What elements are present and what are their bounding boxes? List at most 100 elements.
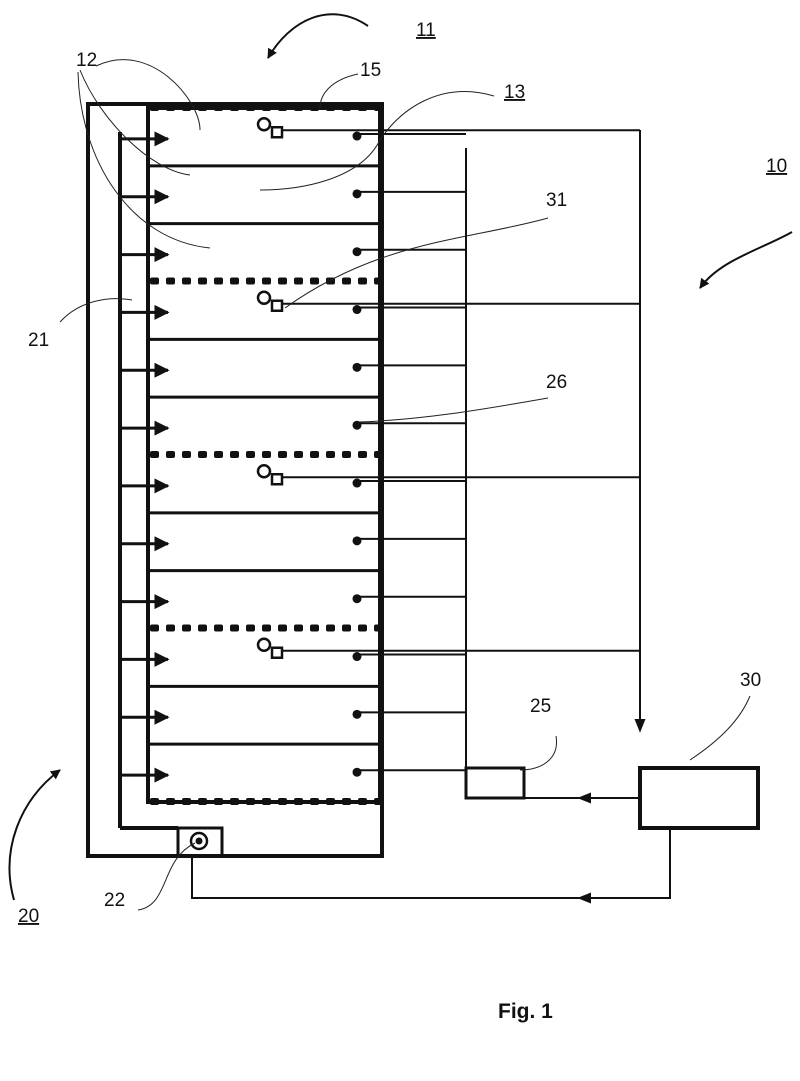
partition-hole <box>294 104 303 111</box>
partition-hole <box>374 277 383 285</box>
partition-hole <box>166 798 175 805</box>
partition-hole <box>262 104 271 111</box>
partition-hole <box>166 451 175 458</box>
leader-12b <box>79 69 191 176</box>
partition-hole <box>182 277 191 285</box>
unit-to-fan-line <box>191 828 671 899</box>
partition-hole <box>294 451 303 458</box>
partition-hole <box>278 624 287 632</box>
label-12: 12 <box>76 50 97 71</box>
partition-hole <box>326 798 335 805</box>
sensor-icon <box>352 536 362 546</box>
sensor-icon <box>352 478 362 488</box>
partition-hole <box>310 451 319 458</box>
partition-hole <box>246 798 255 805</box>
partition-hole <box>374 451 383 458</box>
controller-box <box>464 766 526 800</box>
partition-hole <box>198 451 207 458</box>
sensor-icon <box>352 305 362 315</box>
partition-hole <box>262 624 271 632</box>
leader-11 <box>267 13 369 59</box>
fan-box <box>176 826 224 858</box>
label-15: 15 <box>360 60 381 81</box>
partition-hole <box>230 277 239 285</box>
partition-hole <box>342 277 351 285</box>
partition-hole <box>278 451 287 458</box>
partition-hole <box>358 277 367 285</box>
partition-hole <box>166 104 175 111</box>
partition-hole <box>326 104 335 111</box>
partition-hole <box>374 624 383 632</box>
partition-hole <box>182 451 191 458</box>
partition-hole <box>150 798 159 805</box>
detector-circle-icon <box>256 637 272 652</box>
module-detectors <box>256 116 640 659</box>
partition-hole <box>246 451 255 458</box>
label-25: 25 <box>530 696 551 717</box>
leader-15 <box>319 73 359 109</box>
label-22: 22 <box>104 890 125 911</box>
label-31: 31 <box>546 190 567 211</box>
partition-hole <box>342 798 351 805</box>
temperature-sensors <box>352 131 466 777</box>
sensor-icon <box>352 420 362 430</box>
detector-square-icon <box>270 299 284 312</box>
sensor-icon <box>352 709 362 719</box>
sensor-icon <box>352 767 362 777</box>
partition-hole <box>166 277 175 285</box>
partition-hole <box>310 624 319 632</box>
partition-hole <box>198 104 207 111</box>
airflow-arrows <box>120 131 170 783</box>
leader-25 <box>519 735 557 771</box>
leader-22 <box>137 842 196 911</box>
leader-13 <box>259 91 495 191</box>
label-20: 20 <box>18 906 39 927</box>
partition-hole <box>326 624 335 632</box>
partition-hole <box>294 624 303 632</box>
partition-hole <box>198 624 207 632</box>
partition-hole <box>198 277 207 285</box>
partition-hole <box>166 624 175 632</box>
partition-hole <box>358 451 367 458</box>
partition-hole <box>246 624 255 632</box>
partition-hole <box>310 277 319 285</box>
label-21: 21 <box>28 330 49 351</box>
partition-hole <box>198 798 207 805</box>
partition-hole <box>262 798 271 805</box>
partition-hole <box>342 451 351 458</box>
partition-hole <box>150 104 159 111</box>
partition-hole <box>214 277 223 285</box>
fan-icon <box>189 831 209 851</box>
leader-21 <box>59 298 133 323</box>
partition-hole <box>358 798 367 805</box>
compartment-separators <box>148 164 380 746</box>
partition-hole <box>374 798 383 805</box>
partition-hole <box>214 624 223 632</box>
figure-caption: Fig. 1 <box>498 1000 553 1023</box>
partition-hole <box>150 451 159 458</box>
partition-hole <box>150 624 159 632</box>
partition-hole <box>262 277 271 285</box>
sensor-icon <box>352 247 362 257</box>
detector-circle-icon <box>256 463 272 479</box>
sensor-icon <box>352 131 362 141</box>
detector-circle-icon <box>256 116 272 132</box>
partition-hole <box>278 277 287 285</box>
label-13: 13 <box>504 82 525 103</box>
sensor-icon <box>352 652 362 662</box>
partition-hole <box>230 451 239 458</box>
leader-31 <box>284 217 549 309</box>
partition-hole <box>358 104 367 111</box>
perforated-partitions <box>150 104 383 805</box>
detector-circle-icon <box>256 290 272 305</box>
detector-square-icon <box>270 125 284 139</box>
leader-12c <box>77 71 211 249</box>
partition-hole <box>246 104 255 111</box>
partition-hole <box>230 798 239 805</box>
partition-hole <box>214 798 223 805</box>
label-30: 30 <box>740 670 761 691</box>
partition-hole <box>230 624 239 632</box>
partition-hole <box>326 451 335 458</box>
leader-30 <box>689 695 751 761</box>
